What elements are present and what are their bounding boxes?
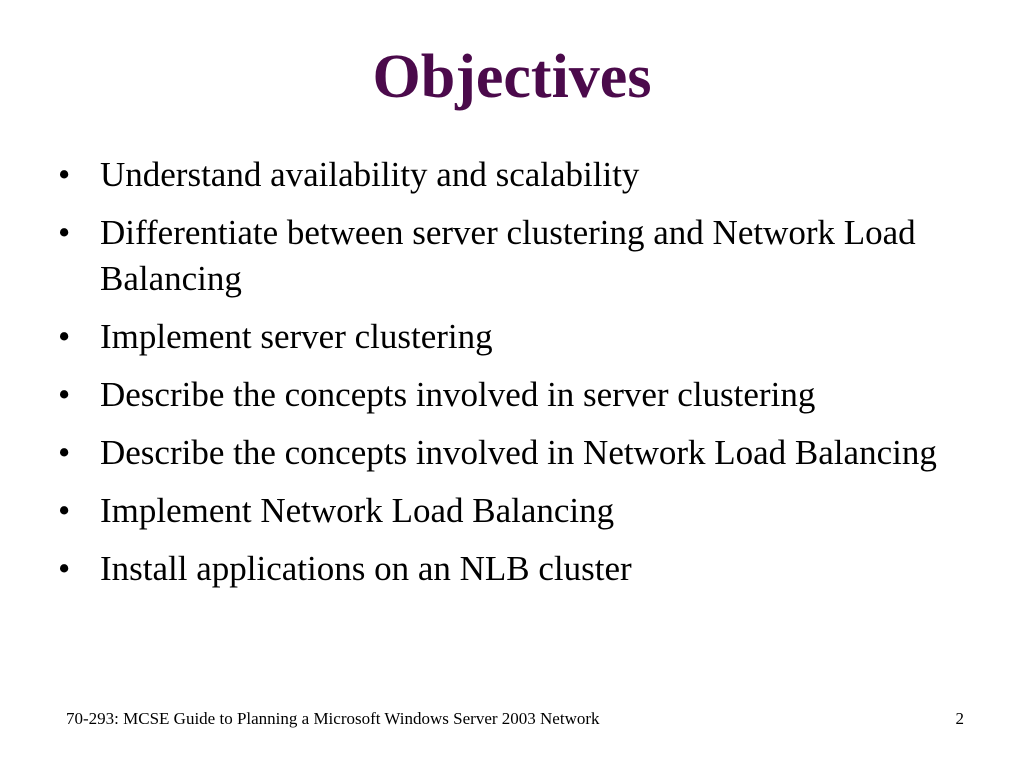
list-item: • Understand availability and scalabilit… <box>58 152 958 198</box>
slide-title: Objectives <box>372 43 652 111</box>
bullet-icon: • <box>58 155 71 194</box>
bullet-text: Implement Network Load Balancing <box>100 491 615 530</box>
list-item: • Differentiate between server clusterin… <box>58 210 958 302</box>
list-item: • Describe the concepts involved in serv… <box>58 372 958 418</box>
bullet-text: Describe the concepts involved in Networ… <box>100 433 937 472</box>
bullet-icon: • <box>58 317 71 356</box>
bullet-text: Understand availability and scalability <box>100 155 640 194</box>
bullet-text: Implement server clustering <box>100 317 493 356</box>
bullet-icon: • <box>58 433 71 472</box>
list-item: • Implement Network Load Balancing <box>58 488 958 534</box>
bullet-icon: • <box>58 491 71 530</box>
slide-footer: 70-293: MCSE Guide to Planning a Microso… <box>66 709 600 728</box>
bullet-icon: • <box>58 213 71 252</box>
bullet-text: Describe the concepts involved in server… <box>100 375 816 414</box>
list-item: • Describe the concepts involved in Netw… <box>58 430 958 476</box>
list-item: • Install applications on an NLB cluster <box>58 546 958 592</box>
objectives-list: • Understand availability and scalabilit… <box>58 152 958 604</box>
bullet-text: Differentiate between server clustering … <box>100 213 916 298</box>
bullet-icon: • <box>58 375 71 414</box>
page-number: 2 <box>955 709 965 728</box>
bullet-text: Install applications on an NLB cluster <box>100 549 632 588</box>
list-item: • Implement server clustering <box>58 314 958 360</box>
bullet-icon: • <box>58 549 71 588</box>
